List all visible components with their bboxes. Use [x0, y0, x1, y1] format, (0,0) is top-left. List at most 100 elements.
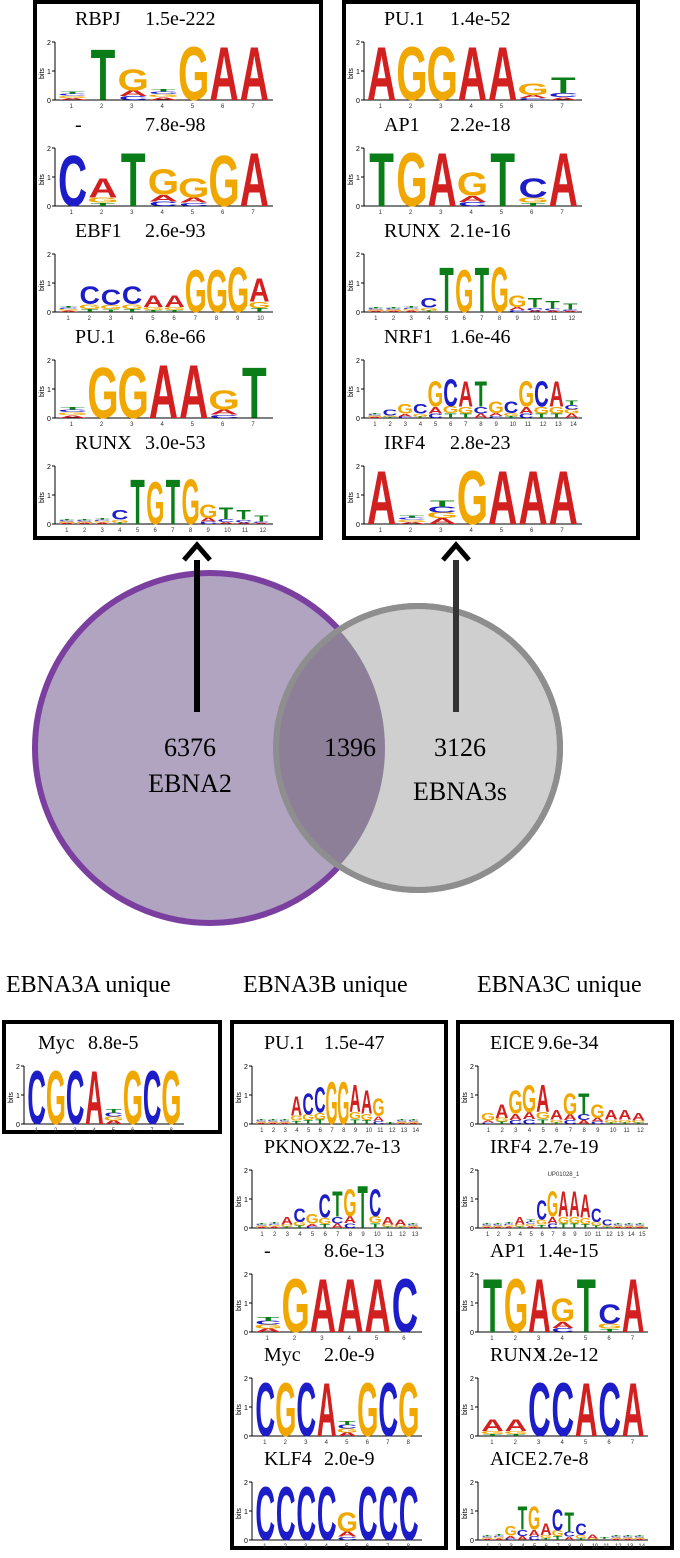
logo-letter: T	[257, 1317, 279, 1323]
logo-letter: A	[523, 1111, 537, 1122]
ebna3s-arrow	[441, 541, 471, 712]
logo-letter: A	[505, 1535, 516, 1539]
logo-letter: G	[396, 137, 427, 222]
logo-letter: G	[372, 1095, 384, 1123]
logo-letter: G	[504, 1430, 528, 1435]
logo-letter: G	[148, 162, 179, 203]
logo-letter: G	[337, 1506, 358, 1537]
motif-name: -	[264, 1240, 271, 1262]
svg-text:11: 11	[551, 316, 558, 322]
logo-letter: T	[269, 1222, 280, 1224]
logo-letter: G	[382, 415, 398, 417]
logo-letter: T	[60, 519, 76, 521]
svg-text:12: 12	[569, 316, 576, 322]
logo-graphic: 012bitsAGCT1AGCT2TGA3TGC4CAG5TGC6ACT7CAG…	[236, 1168, 422, 1242]
svg-text:2: 2	[88, 316, 92, 322]
svg-text:bits: bits	[236, 1092, 243, 1103]
svg-text:3: 3	[286, 1232, 290, 1238]
logo-letter: C	[268, 1223, 281, 1225]
logo-letter: G	[549, 406, 565, 416]
logo-letter: A	[240, 31, 269, 116]
logo-letter: G	[396, 519, 427, 522]
svg-text:bits: bits	[39, 492, 46, 503]
logo-letter: G	[337, 1071, 349, 1138]
logo-letter: G	[181, 467, 199, 539]
logo-letter: G	[564, 409, 580, 415]
logo-letter: A	[525, 1225, 536, 1228]
logo-letter: A	[382, 1215, 394, 1228]
svg-text:5: 5	[445, 316, 449, 322]
svg-text:4: 4	[130, 316, 134, 322]
logo-letter: T	[570, 1223, 579, 1230]
logo-letter: G	[420, 307, 438, 311]
logo-letter: G	[623, 1226, 634, 1228]
logo-letter: A	[104, 1119, 123, 1125]
logo-letter: A	[364, 1263, 390, 1348]
svg-text:2: 2	[244, 1272, 248, 1279]
logo-letter: A	[143, 292, 164, 311]
svg-text:2: 2	[47, 464, 51, 471]
svg-text:bits: bits	[348, 492, 355, 503]
svg-text:2: 2	[356, 252, 360, 259]
logo-letter: A	[337, 1530, 357, 1538]
svg-text:13: 13	[617, 1232, 624, 1238]
logo-letter: A	[458, 375, 473, 416]
logo-letter: C	[302, 1088, 313, 1122]
svg-text:6: 6	[545, 1544, 549, 1550]
logo-letter: G	[199, 500, 217, 523]
svg-text:7: 7	[171, 528, 175, 534]
svg-text:0: 0	[47, 204, 51, 211]
logo-letter: A	[564, 1113, 577, 1122]
svg-text:8: 8	[498, 316, 502, 322]
svg-text:13: 13	[627, 1544, 634, 1550]
svg-text:7: 7	[551, 1232, 555, 1238]
logo-letter: T	[600, 1328, 620, 1333]
logo-letter: A	[94, 522, 111, 524]
logo-letter: A	[613, 1227, 624, 1229]
svg-text:3: 3	[109, 316, 113, 322]
logo-letter: C	[279, 1120, 290, 1122]
logo-letter: T	[303, 1119, 313, 1125]
logo-letter: A	[217, 521, 234, 524]
logo-letter: G	[569, 1215, 580, 1226]
motif-name: RUNX	[384, 220, 441, 242]
motif-pvalue: 1.2e-12	[538, 1344, 599, 1366]
logo-letter: A	[632, 1111, 645, 1124]
logo-letter: A	[622, 1368, 645, 1453]
svg-text:5: 5	[500, 210, 504, 216]
svg-text:2: 2	[356, 464, 360, 471]
logo-letter: C	[76, 520, 93, 522]
svg-text:2: 2	[388, 422, 392, 428]
logo-letter: G	[255, 1121, 267, 1123]
svg-text:11: 11	[525, 422, 532, 428]
svg-text:1: 1	[47, 493, 51, 500]
logo-letter: T	[496, 1121, 507, 1125]
logo-letter: C	[373, 1121, 384, 1126]
logo-letter: C	[209, 414, 238, 419]
svg-text:1: 1	[70, 422, 74, 428]
logo-letter: C	[378, 1472, 398, 1557]
logo-letter: T	[551, 72, 576, 97]
logo-letter: A	[509, 1113, 522, 1123]
logo-letter: G	[318, 1216, 331, 1226]
logo-letter: A	[394, 1218, 407, 1227]
logo-letter: T	[493, 1223, 503, 1225]
logo-letter: C	[577, 1113, 590, 1122]
logo-letter: G	[428, 375, 444, 416]
logo-letter: A	[76, 523, 93, 525]
logo-letter: C	[428, 506, 457, 515]
svg-text:2: 2	[392, 316, 396, 322]
logo-letter: A	[368, 417, 383, 419]
svg-text:0: 0	[470, 1330, 474, 1337]
logo-letter: A	[344, 1214, 356, 1226]
svg-text:1: 1	[244, 1405, 248, 1412]
logo-letter: G	[384, 309, 402, 311]
